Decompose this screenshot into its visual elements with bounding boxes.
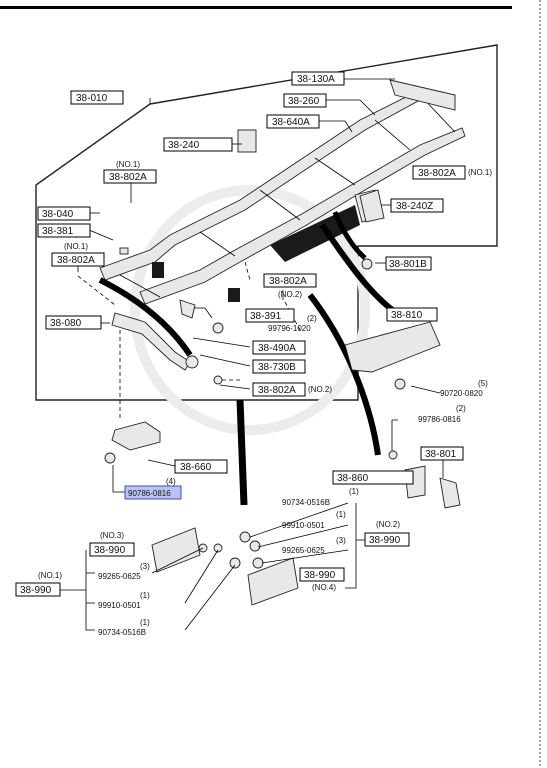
- svg-text:38-260: 38-260: [288, 96, 320, 107]
- bolt-r-90734-0516b: 90734-0516B: [282, 498, 330, 507]
- label-38-802a-b: 38-802A: [412, 165, 466, 180]
- leader-lines: [77, 78, 444, 493]
- svg-text:38-801: 38-801: [425, 449, 457, 460]
- label-38-660: 38-660: [174, 459, 228, 474]
- qty-90720: (5): [478, 379, 488, 388]
- frame-group-outline: [35, 44, 498, 401]
- label-38-730b: 38-730B: [252, 359, 306, 374]
- qty-99796: (2): [307, 314, 317, 323]
- svg-text:38-990: 38-990: [94, 545, 126, 556]
- svg-text:38-990: 38-990: [20, 585, 52, 596]
- qty-l-99910: (1): [140, 591, 150, 600]
- bolt-r-99910-0501: 99910-0501: [282, 521, 325, 530]
- label-38-802a-c: 38-802A: [51, 252, 105, 267]
- label-38-990-c: 38-990: [364, 532, 410, 547]
- label-38-490a: 38-490A: [252, 340, 306, 355]
- note-no1-a: (NO.1): [116, 160, 140, 169]
- bottom-leader-lines: [60, 502, 365, 631]
- label-38-802a-a: 38-802A: [103, 169, 157, 184]
- svg-text:38-802A: 38-802A: [418, 168, 456, 179]
- note-no4: (NO.4): [312, 583, 336, 592]
- top-rule: [0, 6, 512, 9]
- svg-text:38-381: 38-381: [42, 226, 74, 237]
- svg-text:38-801B: 38-801B: [389, 259, 427, 270]
- bolt-l-99265-0625: 99265-0625: [98, 572, 141, 581]
- bolt-r-99265-0625: 99265-0625: [282, 546, 325, 555]
- label-38-801: 38-801: [420, 446, 464, 461]
- svg-text:38-240: 38-240: [168, 140, 200, 151]
- label-38-130a: 38-130A: [291, 71, 345, 86]
- label-38-990-d: 38-990: [299, 567, 345, 582]
- svg-text:38-010: 38-010: [76, 93, 108, 104]
- svg-text:38-802A: 38-802A: [57, 255, 95, 266]
- note-no1-b: (NO.1): [468, 168, 492, 177]
- components: [104, 189, 461, 606]
- svg-text:38-660: 38-660: [180, 462, 212, 473]
- svg-text:38-810: 38-810: [391, 310, 423, 321]
- svg-text:38-802A: 38-802A: [258, 385, 296, 396]
- label-38-080: 38-080: [45, 315, 102, 330]
- note-no1-d: (NO.1): [38, 571, 62, 580]
- label-38-381: 38-381: [37, 223, 91, 238]
- label-38-801b: 38-801B: [385, 256, 432, 271]
- svg-text:38-130A: 38-130A: [297, 74, 335, 85]
- bolt-l-90734-0516b: 90734-0516B: [98, 628, 146, 637]
- svg-text:38-040: 38-040: [42, 209, 74, 220]
- note-no2-c: (NO.2): [376, 520, 400, 529]
- label-38-240: 38-240: [163, 137, 233, 152]
- qty-90786: (4): [166, 477, 176, 486]
- frame-rails: [99, 79, 466, 305]
- qty-99786: (2): [456, 404, 466, 413]
- pointer-arrows: [98, 211, 397, 506]
- note-no3: (NO.3): [100, 531, 124, 540]
- label-38-860: 38-860: [332, 470, 414, 485]
- label-38-010: 38-010: [70, 90, 124, 105]
- label-38-260: 38-260: [283, 93, 327, 108]
- svg-text:38-990: 38-990: [369, 535, 401, 546]
- svg-text:38-990: 38-990: [304, 570, 336, 581]
- label-38-810: 38-810: [386, 307, 438, 322]
- qty-r-90734: (1): [349, 487, 359, 496]
- qty-r-99910: (1): [336, 510, 346, 519]
- qty-r-99265: (3): [336, 536, 346, 545]
- svg-text:38-802A: 38-802A: [109, 172, 147, 183]
- watermark: [130, 185, 370, 435]
- label-38-990-a: 38-990: [89, 542, 135, 557]
- svg-text:38-640A: 38-640A: [272, 117, 310, 128]
- svg-text:38-391: 38-391: [250, 311, 282, 322]
- label-38-640a: 38-640A: [266, 114, 320, 129]
- note-no2-a: (NO.2): [278, 290, 302, 299]
- bolt-99786-0816: 99786-0816: [418, 415, 461, 424]
- bolt-99796-1020: 99796-1020: [268, 324, 311, 333]
- label-38-802a-d: 38-802A: [263, 273, 317, 288]
- note-no1-c: (NO.1): [64, 242, 88, 251]
- note-no2-b: (NO.2): [308, 385, 332, 394]
- label-38-040: 38-040: [37, 206, 91, 221]
- bolt-l-99910-0501: 99910-0501: [98, 601, 141, 610]
- svg-text:38-860: 38-860: [337, 473, 369, 484]
- label-38-240z: 38-240Z: [390, 198, 444, 213]
- svg-text:38-730B: 38-730B: [258, 362, 296, 373]
- qty-l-90734: (1): [140, 618, 150, 627]
- svg-text:38-240Z: 38-240Z: [396, 201, 433, 212]
- svg-text:90786-0816: 90786-0816: [128, 489, 171, 498]
- label-38-990-b: 38-990: [15, 582, 61, 597]
- bolt-90720-0820: 90720-0820: [440, 389, 483, 398]
- label-38-391: 38-391: [245, 308, 295, 323]
- label-38-802a-e: 38-802A: [252, 382, 306, 397]
- svg-text:38-490A: 38-490A: [258, 343, 296, 354]
- qty-l-99265: (3): [140, 562, 150, 571]
- svg-text:38-080: 38-080: [50, 318, 82, 329]
- svg-text:38-802A: 38-802A: [269, 276, 307, 287]
- bolt-90786-0816-highlight[interactable]: 90786-0816: [124, 485, 182, 500]
